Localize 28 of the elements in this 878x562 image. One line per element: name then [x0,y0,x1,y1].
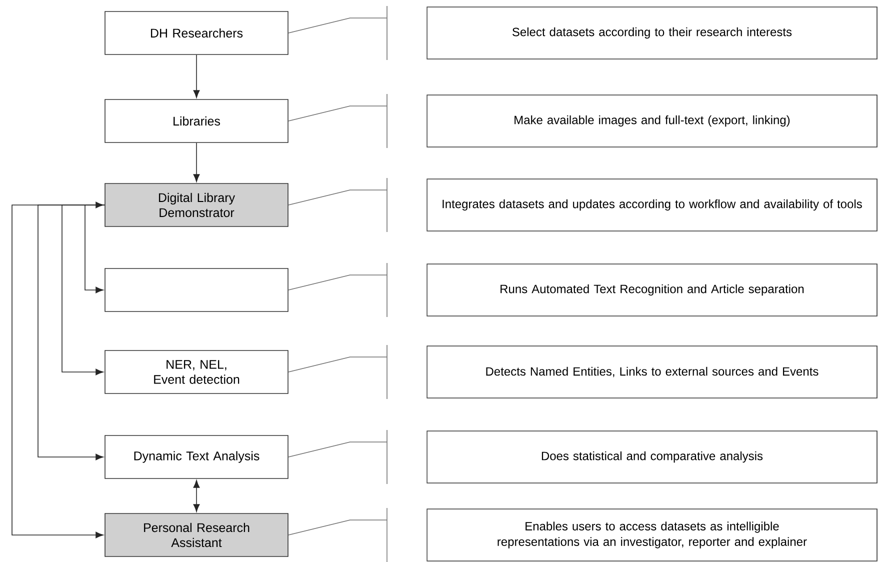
process-box [104,268,288,312]
process-box: Personal Research Assistant [104,513,288,557]
description-box: Make available images and full-text (export, linking) [426,94,878,148]
description-box: Enables users to access datasets as intelligible representations via an investigator, reporter and explainer [426,508,878,562]
description-box: Runs Automated Text Recognition and Article separation [426,264,878,316]
description-box: Integrates datasets and updates according to workflow and availability of tools [426,178,878,232]
process-box: NER, NEL, Event detection [104,350,288,394]
leader-line [288,18,388,34]
leader-line [288,442,388,458]
leader-line [288,190,388,206]
description-box: Select datasets according to their research interests [426,6,878,60]
leader-line [288,520,388,536]
process-box: DH Researchers [104,11,288,55]
process-box: Dynamic Text Analysis [104,435,288,479]
arrow [193,480,200,512]
arrow [62,204,105,376]
arrow [84,204,105,294]
arrow [38,204,105,460]
leader-line [288,274,388,290]
process-box: Libraries [104,99,288,143]
arrow [193,54,200,98]
arrow [12,202,104,538]
process-box: Digital Library Demonstrator [104,183,288,227]
arrow [193,142,200,182]
description-box: Does statistical and comparative analysis [426,430,878,484]
description-box: Detects Named Entities, Links to external sources and Events [426,346,878,398]
leader-line [288,106,388,122]
leader-line [288,356,388,372]
